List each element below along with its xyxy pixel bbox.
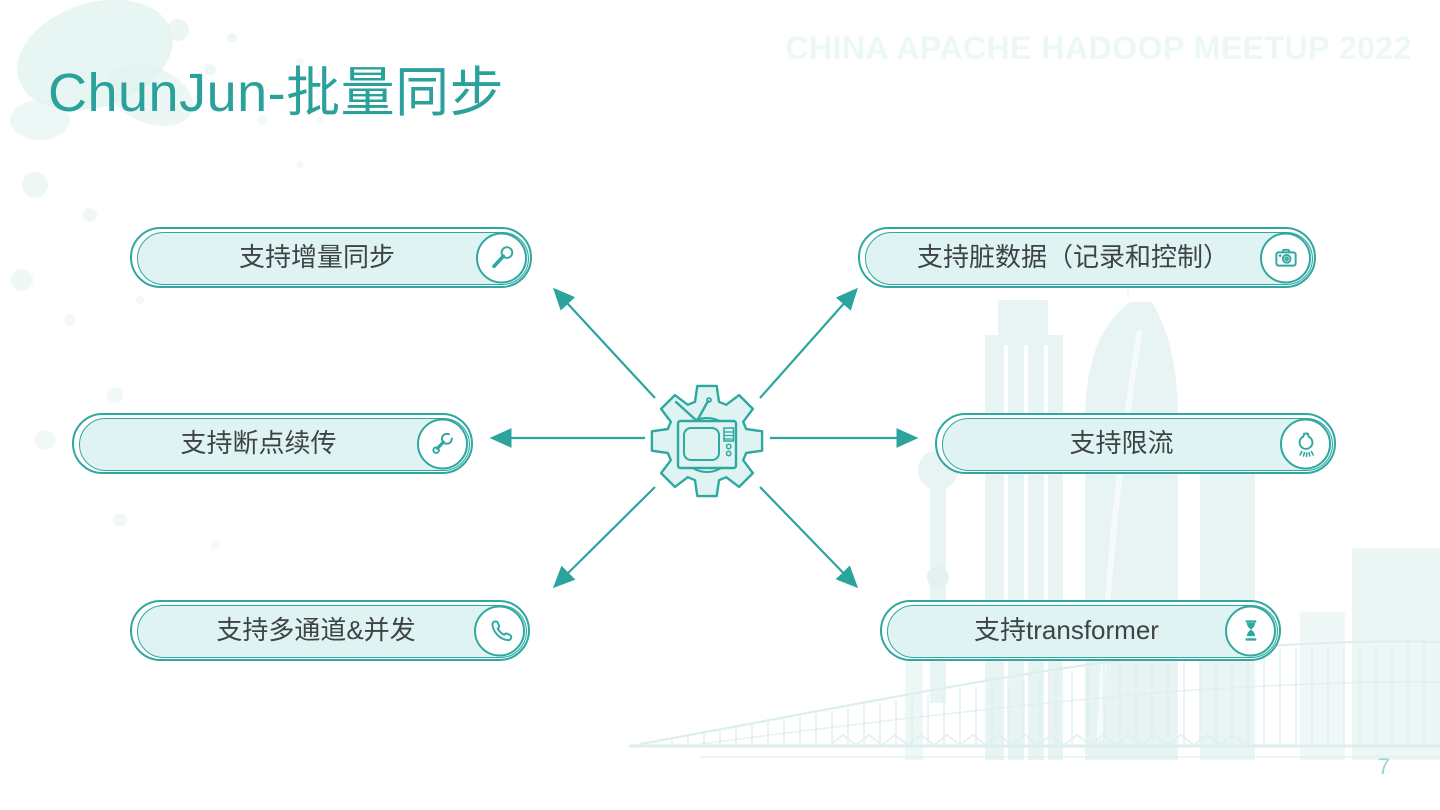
feature-pill-resume-transfer: 支持断点续传 (72, 413, 473, 474)
microphone-icon (476, 232, 527, 283)
feature-label: 支持transformer (974, 615, 1159, 645)
arrow-bottom-right (759, 486, 859, 589)
feature-label: 支持断点续传 (180, 428, 337, 458)
feature-label: 支持多通道&并发 (216, 615, 416, 645)
feature-pill-multichannel-concurrency: 支持多通道&并发 (130, 600, 530, 661)
pill-fill (79, 418, 470, 471)
pill-fill (865, 232, 1313, 285)
feature-pill-rate-limiting: 支持限流 (935, 413, 1336, 474)
feature-label: 支持限流 (1069, 428, 1174, 458)
tv-icon (674, 397, 738, 470)
ink-splatter-decor (10, 0, 323, 550)
wrench-icon (417, 418, 468, 469)
page-number: 7 (1377, 754, 1390, 779)
arrow-top-left (553, 287, 656, 399)
arrow-top-right (759, 287, 858, 399)
feature-pill-dirty-data: 支持脏数据（记录和控制） (858, 227, 1316, 288)
lamp-icon (1280, 418, 1331, 469)
pill-fill (137, 605, 527, 658)
pill-fill (942, 418, 1333, 471)
feature-label: 支持脏数据（记录和控制） (916, 242, 1229, 272)
feature-label: 支持增量同步 (238, 242, 395, 272)
gear-tv-icon (650, 384, 764, 498)
connector-arrows (489, 287, 919, 589)
hourglass-icon (1225, 605, 1276, 656)
phone-icon (474, 605, 525, 656)
feature-pill-incremental-sync: 支持增量同步 (130, 227, 532, 288)
feature-pill-transformer: 支持transformer (880, 600, 1281, 661)
camera-icon (1260, 232, 1311, 283)
arrow-bottom-left (552, 486, 656, 589)
page-title: ChunJun-批量同步 (48, 63, 505, 123)
pill-fill (137, 232, 529, 285)
pill-fill (887, 605, 1278, 658)
header-watermark: CHINA APACHE HADOOP MEETUP 2022 (785, 30, 1412, 66)
